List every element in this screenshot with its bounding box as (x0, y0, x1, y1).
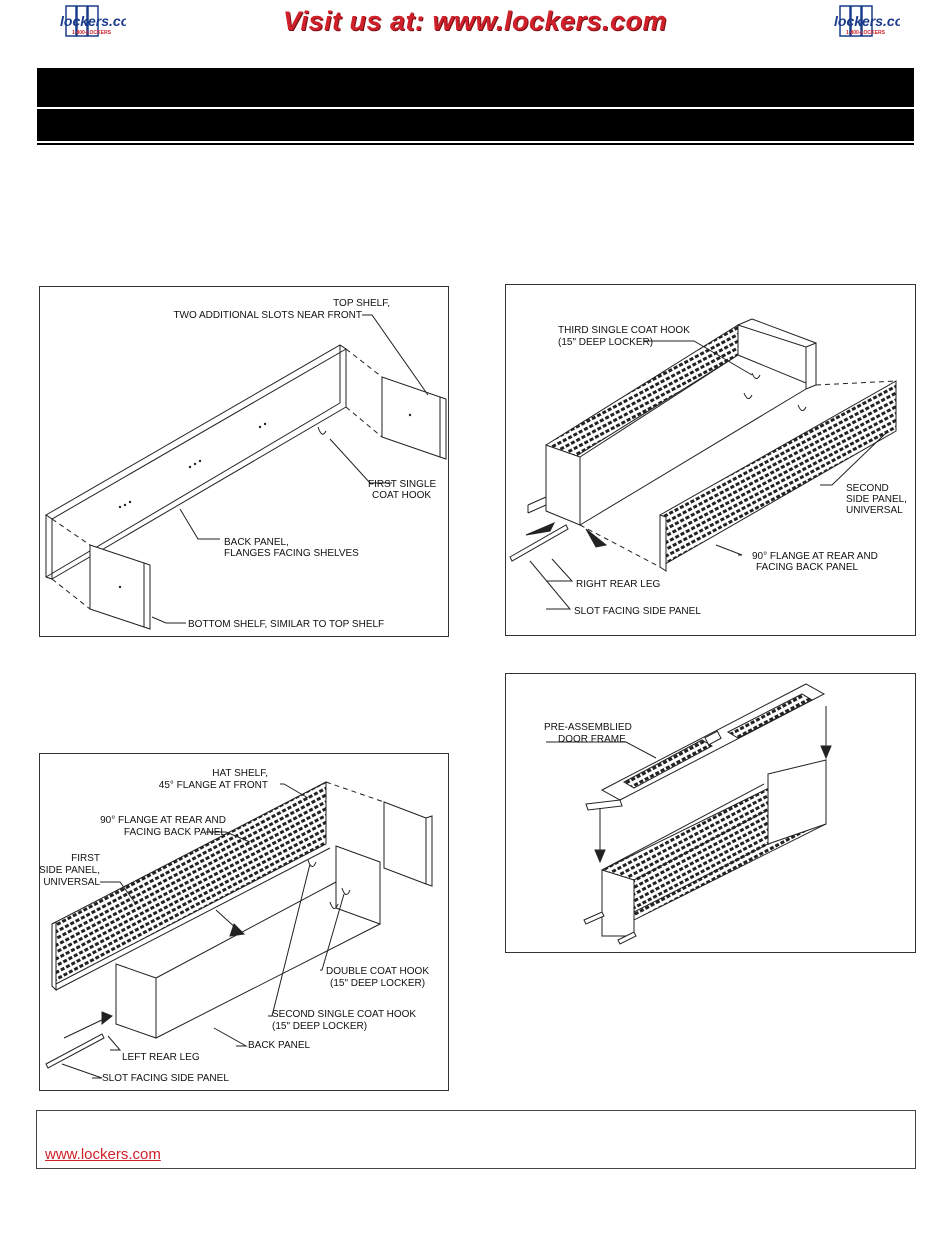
label-back-panel-flanges: FLANGES FACING SHELVES (224, 548, 359, 559)
label-second-side-universal: UNIVERSAL (846, 505, 903, 516)
figure-back-panel-shelves: TOP SHELF, TWO ADDITIONAL SLOTS NEAR FRO… (39, 286, 449, 637)
label-third-hook-depth: (15" DEEP LOCKER) (558, 337, 653, 348)
lockers-logo-left: lockers.com 1-800-LOCKERS (58, 4, 142, 44)
label-flange-rear: 90° FLANGE AT REAR AND (752, 551, 878, 562)
header-rule (37, 143, 914, 145)
label-flange-rear: 90° FLANGE AT REAR AND (100, 815, 226, 826)
figure-second-side-panel: THIRD SINGLE COAT HOOK (15" DEEP LOCKER)… (505, 284, 916, 636)
lockers-logo-right: lockers.com 1-800-LOCKERS (832, 4, 916, 44)
logo-text: lockers.com (60, 13, 126, 29)
label-back-panel: BACK PANEL, (224, 537, 289, 548)
label-first-hook: FIRST SINGLE (368, 479, 436, 490)
label-flange-facing: FACING BACK PANEL (756, 562, 859, 573)
logo-subtext: 1-800-LOCKERS (846, 30, 886, 36)
label-hat-shelf: HAT SHELF, (212, 768, 268, 779)
label-first-side-panel: SIDE PANEL, (40, 865, 100, 876)
label-third-hook: THIRD SINGLE COAT HOOK (558, 325, 690, 336)
label-second-side: SECOND (846, 483, 889, 494)
label-back-panel: BACK PANEL (248, 1040, 310, 1051)
label-pre-assembled: PRE-ASSEMBLIED (544, 722, 632, 733)
label-first-side-universal: UNIVERSAL (43, 877, 100, 888)
label-slot-facing: SLOT FACING SIDE PANEL (574, 606, 701, 617)
label-door-frame: DOOR FRAME (558, 734, 626, 745)
label-first-hook-2: COAT HOOK (372, 490, 431, 501)
label-double-hook: DOUBLE COAT HOOK (326, 966, 429, 977)
figure-first-side-panel: HAT SHELF, 45° FLANGE AT FRONT 90° FLANG… (39, 753, 449, 1091)
label-second-side-panel: SIDE PANEL, (846, 494, 907, 505)
label-top-shelf: TOP SHELF, (333, 298, 390, 309)
figure-door-frame: PRE-ASSEMBLIED DOOR FRAME (505, 673, 916, 953)
label-top-shelf-slots: TWO ADDITIONAL SLOTS NEAR FRONT (173, 310, 362, 321)
label-bottom-shelf: BOTTOM SHELF, SIMILAR TO TOP SHELF (188, 619, 384, 630)
label-double-hook-depth: (15" DEEP LOCKER) (330, 978, 425, 989)
banner-title: Visit us at: www.lockers.com (282, 6, 668, 36)
title-bar (37, 68, 914, 107)
label-second-hook-depth: (15" DEEP LOCKER) (272, 1021, 367, 1032)
label-slot-facing: SLOT FACING SIDE PANEL (102, 1073, 229, 1084)
label-left-rear-leg: LEFT REAR LEG (122, 1052, 200, 1063)
label-second-hook: SECOND SINGLE COAT HOOK (272, 1009, 416, 1020)
logo-subtext: 1-800-LOCKERS (72, 30, 112, 36)
label-first-side: FIRST (71, 853, 100, 864)
footer-box: www.lockers.com (36, 1110, 916, 1169)
logo-text: lockers.com (834, 13, 900, 29)
subtitle-bar (37, 109, 914, 141)
label-hat-shelf-flange: 45° FLANGE AT FRONT (159, 780, 268, 791)
label-flange-facing: FACING BACK PANEL (124, 827, 227, 838)
footer-website-link[interactable]: www.lockers.com (45, 1146, 161, 1163)
label-right-rear-leg: RIGHT REAR LEG (576, 579, 660, 590)
